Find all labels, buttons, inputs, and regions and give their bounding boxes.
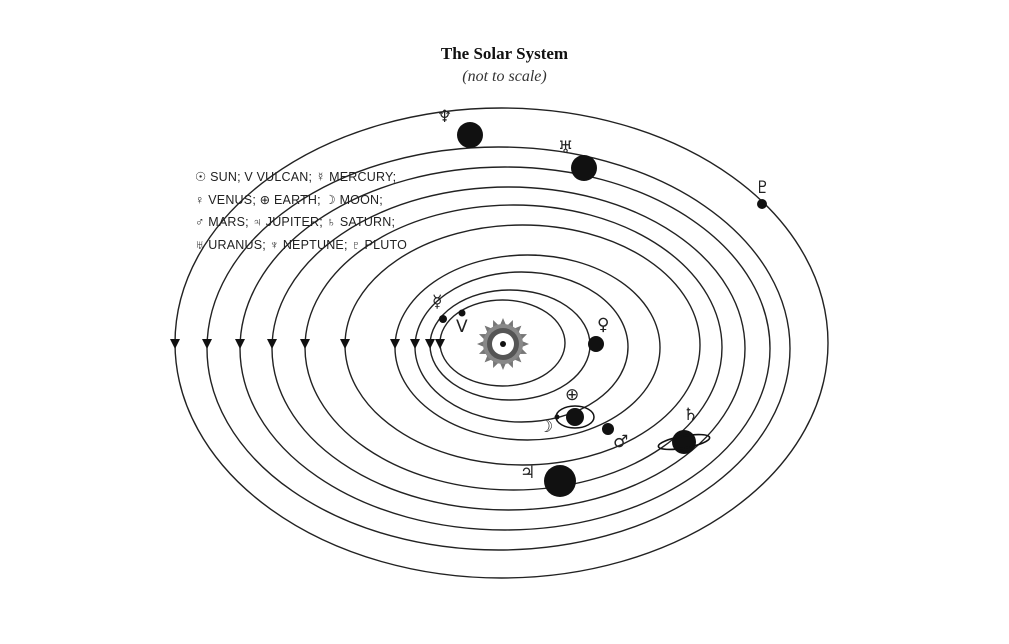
saturn-planet (657, 430, 711, 454)
uranus-planet (571, 155, 597, 181)
mars-planet (602, 423, 614, 435)
moon-body (554, 414, 560, 420)
orbit-arrow (267, 339, 277, 349)
jupiter-planet (544, 465, 576, 497)
orbit-arrow (235, 339, 245, 349)
venus-planet (588, 336, 604, 352)
mercury-planet (439, 315, 447, 323)
orbit-arrow (300, 339, 310, 349)
legend-line: ♀ VENUS; ⊕ EARTH; ☽ MOON; (195, 192, 383, 207)
orbit-arrow (170, 339, 180, 349)
venus-symbol: ♀ (597, 315, 609, 335)
orbit-arrow (410, 339, 420, 349)
legend-line: ♂ MARS; ♃ JUPITER; ♄ SATURN; (195, 215, 396, 229)
uranus-symbol: ♅ (558, 138, 573, 158)
mars-symbol: ♂ (613, 432, 628, 452)
pluto-symbol: ♇ (755, 178, 770, 198)
neptune-symbol: ♆ (437, 107, 452, 127)
saturn-symbol: ♄ (683, 405, 698, 425)
sun (477, 318, 529, 370)
legend-line: ☉ SUN; V VULCAN; ☿ MERCURY; (195, 170, 397, 184)
pluto-planet (757, 199, 767, 209)
moon-symbol: ☽ (538, 417, 553, 437)
vulcan-planet (458, 309, 466, 317)
earth-planet (566, 408, 584, 426)
jupiter-symbol: ♃ (520, 463, 535, 483)
legend-line: ♅ URANUS; ♆ NEPTUNE; ♇ PLUTO (195, 237, 407, 252)
neptune-planet (457, 122, 483, 148)
mercury-symbol: ☿ (432, 292, 442, 312)
orbit-arrow (435, 339, 445, 349)
page-title: The Solar System (440, 44, 569, 63)
orbit-ring (394, 254, 661, 441)
orbit-direction-arrows (170, 339, 445, 349)
page-subtitle: (not to scale) (462, 68, 547, 85)
orbit-arrow (202, 339, 212, 349)
legend: ☉ SUN; V VULCAN; ☿ MERCURY; ♀ VENUS; ⊕ E… (195, 166, 407, 256)
orbit-arrow (390, 339, 400, 349)
vulcan-symbol: V (456, 317, 468, 337)
orbit-arrow (425, 339, 435, 349)
earth-symbol: ⊕ (565, 385, 579, 405)
orbit-arrow (340, 339, 350, 349)
